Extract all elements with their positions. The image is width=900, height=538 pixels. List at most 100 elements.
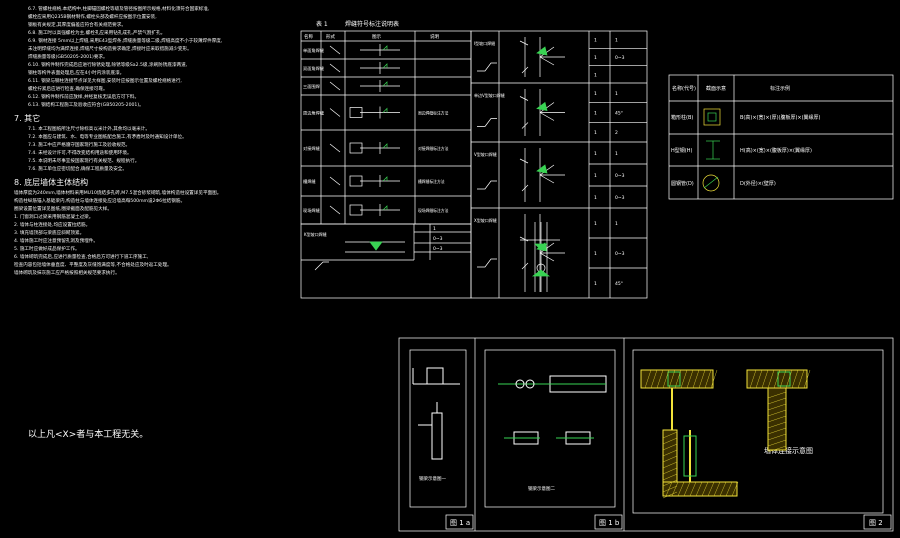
weld-row-name: 对接焊缝 bbox=[303, 145, 321, 152]
panel-1b-caption: 图 1 b bbox=[599, 519, 620, 527]
general-notes: 6.7. 管螺柱规格,本结构中,柱脚锚固螺栓等级及管径按图所示规格,材料化须符合… bbox=[14, 6, 284, 278]
other-note-line: 7.2. 本图应与建筑、水、电等专业图纸配合施工,有矛盾时及时通知设计单位。 bbox=[28, 135, 187, 140]
weld-detail-index: 1 bbox=[594, 221, 597, 227]
weld-symbol bbox=[329, 204, 400, 216]
panel-1b-subtitle: 钢梁示意图二 bbox=[528, 485, 555, 492]
weld-detail-value: 0~3 bbox=[433, 246, 443, 252]
weld-detail-value: 45° bbox=[615, 111, 623, 117]
note-line: 6.10. 钢构件制作完成后应进行除锈处理,除锈等级Sa2.5级,涂刷防锈底漆两… bbox=[28, 63, 188, 68]
weld-detail-drawing bbox=[477, 214, 565, 292]
weld-symbol bbox=[329, 175, 400, 187]
weld-table-header: 说明 bbox=[430, 33, 439, 40]
weld-detail-caption: X型坡口焊缝 bbox=[474, 217, 497, 223]
weld-table-title: 焊缝符号标注说明表 bbox=[345, 20, 399, 28]
weld-row-name: 单面角焊缝 bbox=[303, 47, 325, 54]
weld-table-header: 形式 bbox=[326, 33, 335, 40]
weld-symbol-table: 表 1 焊缝符号标注说明表 名称形式图示说明 单面角焊缝双面角焊缝三面围焊周边角… bbox=[300, 20, 472, 299]
panel-1a-subtitle: 钢梁示意图一 bbox=[419, 475, 446, 482]
section-8-heading: 8. 底层墙体主体结构 bbox=[14, 178, 89, 187]
section-8-line: 3. 填充墙顶部与梁底应斜砌顶紧。 bbox=[14, 231, 85, 236]
section-8-line: 墙体厚度为240mm,墙体材料采用MU10烧结多孔砖,M7.5混合砂浆砌筑,墙体… bbox=[14, 191, 222, 196]
weld-symbol bbox=[329, 142, 400, 154]
weld-detail-index: 1 bbox=[594, 281, 597, 287]
weld-detail-index: 1 bbox=[594, 72, 597, 78]
weld-detail-value: 1 bbox=[615, 91, 618, 97]
weld-row-name: 周边角焊缝 bbox=[303, 110, 325, 117]
legend-row-example: B(高)×(宽)×(厚)(腹板厚)×(翼缘厚) bbox=[740, 114, 821, 121]
weld-detail-value: 1 bbox=[615, 221, 618, 227]
note-line: 6.11. 钢梁与钢柱连接节点详见大样图,安装时应按图示位置及螺栓规格进行, bbox=[28, 79, 182, 84]
weld-row-name: 双面角焊缝 bbox=[303, 65, 325, 72]
legend-header: 标注示例 bbox=[770, 85, 790, 92]
weld-symbol bbox=[329, 62, 400, 74]
other-note-line: 7.1. 本工程图纸所注尺寸除标高以米计外,其余均以毫米计。 bbox=[28, 127, 150, 132]
section-8-line: 1. 门窗洞口过梁采用钢筋混凝土过梁。 bbox=[14, 215, 94, 220]
weld-detail-index: 1 bbox=[594, 91, 597, 97]
panel-2-caption: 图 2 bbox=[869, 519, 883, 527]
weld-detail-drawing bbox=[477, 37, 565, 77]
closing-note: 以上凡<X>者与本工程无关。 bbox=[28, 430, 149, 440]
legend-row-example: H(高)×(宽)×(腹板厚)×(翼缘厚) bbox=[740, 147, 812, 154]
weld-detail-value: 0~3 bbox=[615, 55, 625, 61]
weld-row-name: 现场焊缝 bbox=[303, 207, 321, 214]
note-line: 钢板有关规定,其厚度偏差应符合有关规范要求。 bbox=[28, 23, 126, 28]
legend-row-name: 箱形柱(B) bbox=[671, 114, 693, 121]
section-8-line: 4. 墙体施工时应注意预留孔洞及预埋件。 bbox=[14, 239, 98, 244]
weld-row-note: 槽焊缝标注方法 bbox=[418, 179, 445, 184]
weld-row-name: 槽焊缝 bbox=[303, 178, 316, 185]
weld-detail-value: 1 bbox=[615, 151, 618, 157]
weld-detail-drawing bbox=[477, 148, 565, 202]
section-7-heading: 7. 其它 bbox=[14, 114, 41, 123]
weld-detail-caption: 单边V型坡口焊缝 bbox=[474, 92, 505, 98]
weld-table-label: 表 1 bbox=[316, 20, 328, 28]
weld-symbol bbox=[329, 44, 400, 56]
weld-detail-value: 45° bbox=[615, 281, 623, 287]
section-8-line: 6. 墙体砌筑完成后,应进行质量检查,合格后方可进行下道工序施工, bbox=[14, 255, 149, 260]
note-line: 6.9. 钢材连接 5mm以上焊缝,采用E43型焊条,焊缝质量等级二级,焊缝高度… bbox=[28, 39, 223, 44]
weld-detail-drawing bbox=[477, 89, 565, 136]
weld-detail-index: 1 bbox=[594, 38, 597, 44]
note-line: 未注明焊缝均为满焊连接,焊缝尺寸按构造要求确定,焊接时应采取措施减少变形。 bbox=[28, 47, 192, 52]
weld-detail-value: 2 bbox=[615, 130, 618, 136]
pipe-section-icon bbox=[702, 174, 720, 192]
legend-row-name: H型钢(H) bbox=[671, 147, 692, 154]
weld-detail-value: 0~3 bbox=[615, 195, 625, 201]
weld-detail-index: 1 bbox=[594, 251, 597, 257]
note-line: 螺栓应采用Q235B钢材制作,螺栓头部及螺杆应按图示位置安装, bbox=[28, 15, 157, 20]
legend-row-example: D(外径)×(壁厚) bbox=[740, 180, 776, 187]
section-8-line: 圈梁设置位置详见图纸,圈梁截面及配筋见大样。 bbox=[14, 207, 112, 212]
note-line: 螺栓拧紧后应进行检查,确保连接可靠。 bbox=[28, 87, 108, 92]
weld-detail-index: 1 bbox=[594, 151, 597, 157]
weld-detail-value: 0~3 bbox=[433, 236, 443, 242]
other-note-line: 7.4. 未经设计许可,不得改变结构用途和使用环境。 bbox=[28, 151, 132, 156]
weld-detail-caption: V型坡口焊缝 bbox=[474, 151, 497, 157]
other-note-line: 7.6. 施工单位应密切配合,确保工程质量及安全。 bbox=[28, 167, 127, 172]
h-section-icon bbox=[706, 140, 720, 160]
weld-detail-index: 1 bbox=[594, 130, 597, 136]
weld-detail-index: 1 bbox=[594, 173, 597, 179]
legend-header: 名称(代号) bbox=[672, 85, 696, 92]
weld-detail-value: 1 bbox=[615, 38, 618, 44]
note-line: 钢柱等构件表面处理后,应在4小时内涂装底漆。 bbox=[28, 71, 125, 76]
panel-1a-caption: 图 1 a bbox=[450, 519, 470, 527]
weld-symbol bbox=[329, 80, 400, 92]
note-line: 6.13. 钢结构工程施工及验收应符合(GB50205-2001)。 bbox=[28, 103, 144, 108]
weld-table-header: 名称 bbox=[304, 33, 313, 40]
weld-table-header: 图示 bbox=[372, 34, 381, 40]
section-8-line: 构造柱纵筋锚入基础梁内,构造柱与墙体连接处应沿墙高每500mm设2Φ6拉结钢筋。 bbox=[14, 199, 186, 204]
weld-detail-index: 1 bbox=[594, 111, 597, 117]
weld-row-note: 周边焊缝标注方法 bbox=[418, 111, 449, 116]
legend-header: 截面示意 bbox=[706, 85, 726, 92]
note-line: 6.12. 钢构件制作前应放样,并经复核无误后方可下料。 bbox=[28, 95, 140, 100]
section-8-line: 检查内容包括墙体垂直度、平整度及灰缝饱满度等,不合格处应及时返工处理。 bbox=[14, 263, 172, 268]
legend-row-name: 圆钢管(D) bbox=[671, 180, 694, 187]
weld-detail-value: 0~3 bbox=[615, 251, 625, 257]
weld-detail-caption: Ⅰ型坡口焊缝 bbox=[474, 40, 495, 46]
box-section-icon bbox=[703, 108, 721, 126]
section-8-line: 2. 墙体与柱连接处,均应设置拉结筋。 bbox=[14, 223, 91, 228]
weld-symbol bbox=[329, 106, 400, 119]
weld-row-note: 对接焊缝标注方法 bbox=[418, 146, 449, 151]
